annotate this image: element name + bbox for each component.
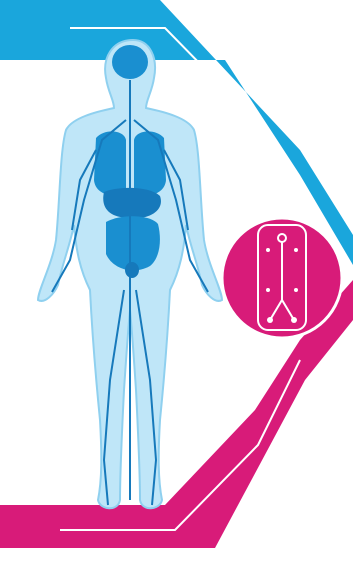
organ-on-chip-icon <box>222 218 342 338</box>
